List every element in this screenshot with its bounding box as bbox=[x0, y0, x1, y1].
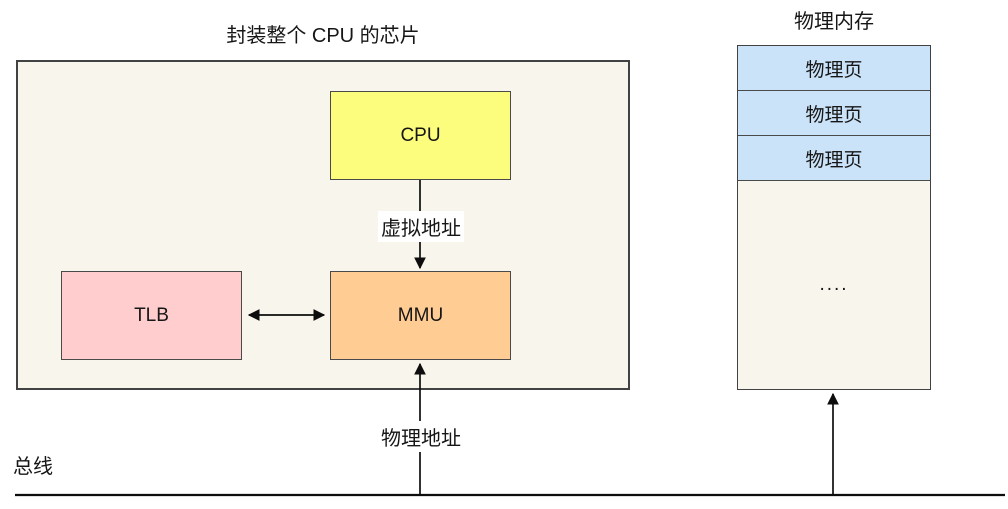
physical-page-label: 物理页 bbox=[805, 149, 863, 171]
cpu-label: CPU bbox=[400, 124, 441, 146]
virtual-address-label: 虚拟地址 bbox=[378, 211, 464, 242]
physical-page-label: 物理页 bbox=[805, 104, 863, 126]
physical-memory-title: 物理内存 bbox=[794, 11, 874, 33]
memory-ellipsis-area: .... bbox=[738, 181, 930, 389]
tlb-box: TLB bbox=[61, 271, 242, 360]
bus-label: 总线 bbox=[13, 456, 53, 478]
tlb-label: TLB bbox=[134, 304, 169, 326]
physical-page-label: 物理页 bbox=[805, 59, 863, 81]
chip-title: 封装整个 CPU 的芯片 bbox=[226, 25, 420, 47]
mmu-label: MMU bbox=[397, 304, 444, 326]
physical-page-row: 物理页 bbox=[738, 136, 930, 181]
memory-ellipsis: .... bbox=[819, 274, 849, 295]
physical-page-row: 物理页 bbox=[738, 46, 930, 91]
physical-memory-box: 物理页 物理页 物理页 .... bbox=[737, 45, 931, 390]
physical-address-label: 物理地址 bbox=[378, 421, 464, 452]
cpu-box: CPU bbox=[330, 91, 511, 180]
physical-page-row: 物理页 bbox=[738, 91, 930, 136]
mmu-box: MMU bbox=[330, 271, 511, 360]
